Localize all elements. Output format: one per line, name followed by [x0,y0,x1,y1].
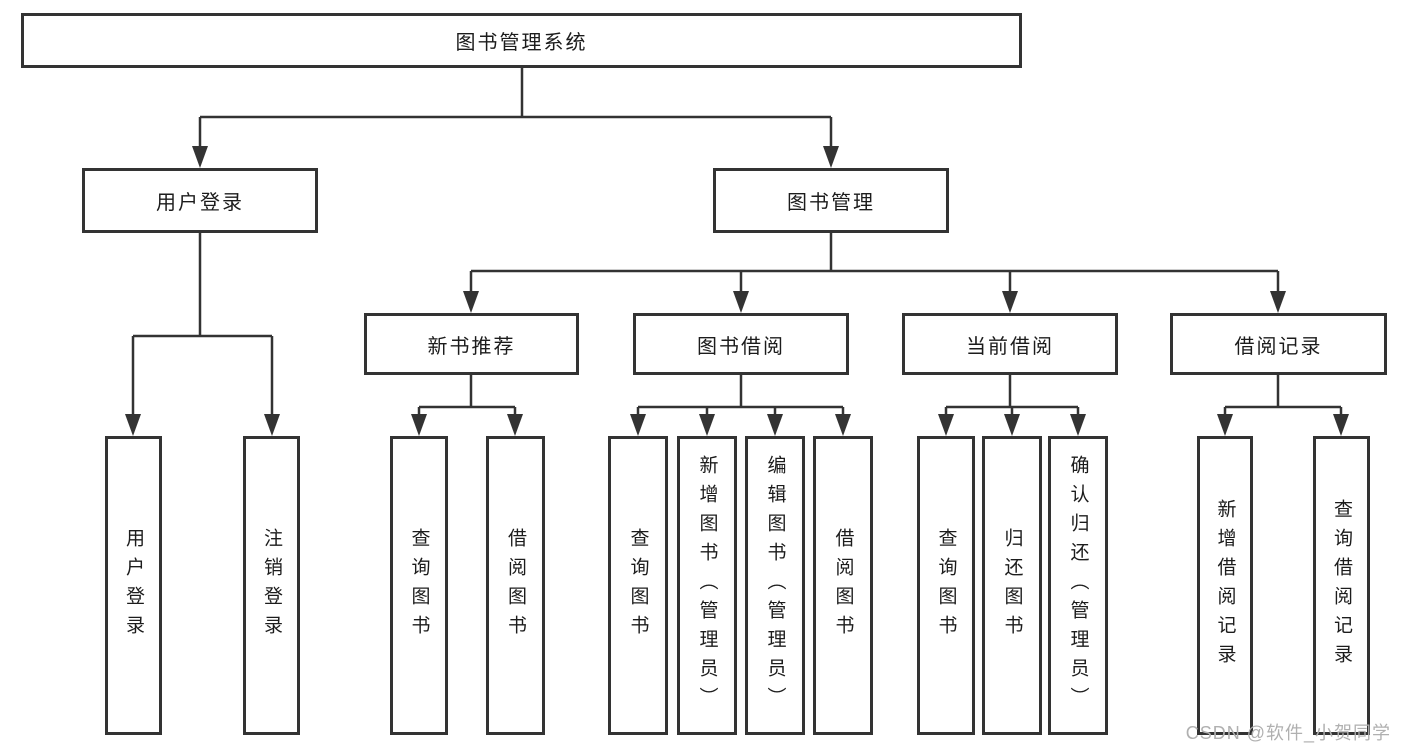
node-book-borrowing-label: 图书借阅 [697,335,785,358]
leaf-return-books-label: 归还图书 [1001,527,1023,644]
leaf-user-login: 用户登录 [105,436,162,735]
node-book-management: 图书管理 [713,168,949,233]
leaf-borrow-books: 借阅图书 [486,436,545,735]
node-user-login: 用户登录 [82,168,318,233]
leaf-add-borrow-record: 新增借阅记录 [1197,436,1253,735]
node-book-borrowing: 图书借阅 [633,313,849,375]
leaf-logout: 注销登录 [243,436,300,735]
leaf-confirm-return-admin-label: 确认归还（管理员） [1067,455,1089,716]
leaf-query-books-label: 查询图书 [627,527,649,644]
node-root-label: 图书管理系统 [455,32,588,54]
leaf-query-books: 查询图书 [608,436,668,735]
leaf-query-books-label: 查询图书 [408,527,430,644]
leaf-return-books: 归还图书 [982,436,1042,735]
leaf-query-books: 查询图书 [390,436,448,735]
leaf-add-books-admin-label: 新增图书（管理员） [696,455,718,716]
leaf-query-books: 查询图书 [917,436,975,735]
node-current-borrowing: 当前借阅 [902,313,1118,375]
node-borrowing-records-label: 借阅记录 [1234,335,1323,358]
node-current-borrowing-label: 当前借阅 [966,335,1054,358]
leaf-edit-books-admin-label: 编辑图书（管理员） [764,455,786,716]
leaf-add-books-admin: 新增图书（管理员） [677,436,737,735]
node-root: 图书管理系统 [21,13,1022,68]
leaf-user-login-label: 用户登录 [123,527,144,644]
leaf-borrow-books: 借阅图书 [813,436,873,735]
leaf-logout-label: 注销登录 [261,527,282,644]
leaf-confirm-return-admin: 确认归还（管理员） [1048,436,1108,735]
leaf-borrow-books-label: 借阅图书 [505,527,526,644]
leaf-borrow-books-label: 借阅图书 [832,527,854,644]
leaf-add-borrow-record-label: 新增借阅记录 [1214,498,1236,673]
leaf-query-books-label: 查询图书 [935,527,957,644]
node-new-book-recommend-label: 新书推荐 [427,335,516,358]
node-book-management-label: 图书管理 [787,192,875,214]
leaf-query-borrow-record-label: 查询借阅记录 [1331,498,1352,673]
node-new-book-recommend: 新书推荐 [364,313,579,375]
leaf-edit-books-admin: 编辑图书（管理员） [745,436,805,735]
watermark: CSDN @软件_小贺同学 [1185,723,1391,743]
node-user-login-label: 用户登录 [156,192,244,214]
node-borrowing-records: 借阅记录 [1170,313,1387,375]
leaf-query-borrow-record: 查询借阅记录 [1313,436,1370,735]
